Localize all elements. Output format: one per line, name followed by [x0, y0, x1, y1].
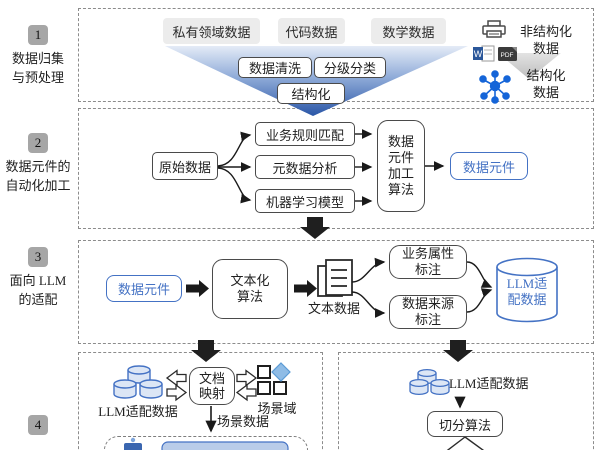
- data-element-output-box: 数据元件: [450, 152, 528, 180]
- source-box-private-domain: 私有领域数据: [163, 18, 260, 44]
- llm-db-label: LLM适 配数据: [499, 276, 555, 308]
- scenario-data-label: 场景数据: [217, 414, 270, 429]
- step2-label-line1: 数据元件的: [5, 159, 71, 174]
- section3-frame: [78, 240, 594, 344]
- step2-label-line2: 自动化加工: [5, 178, 71, 193]
- annotation2-line1: 数据来源: [401, 296, 454, 311]
- process-box-classification: 分级分类: [314, 57, 386, 78]
- textualization-line2: 算法: [236, 289, 263, 304]
- step3-badge: 3: [28, 247, 48, 267]
- unstructured-line1: 非结构化: [519, 24, 572, 39]
- doc-mapping-box: 文档 映射: [189, 367, 235, 405]
- step3-label-line1: 面向 LLM: [9, 273, 67, 288]
- source-box-math: 数学数据: [371, 18, 446, 44]
- step2-badge: 2: [28, 133, 48, 153]
- element-algo-line2: 元件: [387, 150, 414, 165]
- annotation-box-business-attr: 业务属性 标注: [389, 245, 467, 279]
- step1-label: 数据归集 与预处理: [0, 49, 76, 87]
- unstructured-data-label: 非结构化 数据: [514, 23, 578, 57]
- structured-line1: 结构化: [526, 68, 566, 83]
- doc-mapping-line2: 映射: [198, 386, 225, 401]
- step2-label: 数据元件的 自动化加工: [0, 157, 76, 195]
- annotation-box-data-source: 数据来源 标注: [389, 295, 467, 329]
- textualization-line1: 文本化: [230, 273, 270, 288]
- split-algo-box: 切分算法: [427, 411, 503, 437]
- llm-db-line1: LLM适: [506, 276, 548, 291]
- textualization-algo-box: 文本化 算法: [212, 259, 288, 319]
- llm-db-line2: 配数据: [507, 292, 547, 307]
- unstructured-line2: 数据: [532, 41, 559, 56]
- structured-line2: 数据: [532, 85, 559, 100]
- method-box-metadata: 元数据分析: [255, 155, 355, 179]
- annotation2-line2: 标注: [414, 312, 441, 327]
- step4-badge: 4: [28, 415, 48, 435]
- data-element-input-box: 数据元件: [106, 275, 182, 302]
- method-box-ml-model: 机器学习模型: [255, 189, 355, 213]
- structured-data-label: 结构化 数据: [514, 67, 578, 101]
- scenario-result-box: [104, 436, 308, 450]
- step3-label: 面向 LLM 的适配: [0, 271, 76, 309]
- source-box-code: 代码数据: [278, 18, 345, 44]
- step1-label-line2: 与预处理: [11, 70, 64, 85]
- element-algo-line1: 数据: [387, 134, 414, 149]
- llm-db-left-label: LLM适配数据: [98, 404, 178, 419]
- element-algo-box: 数据 元件 加工 算法: [377, 120, 425, 212]
- annotation1-line2: 标注: [414, 262, 441, 277]
- method-box-business-rules: 业务规则匹配: [255, 122, 355, 146]
- step1-label-line1: 数据归集: [11, 51, 64, 66]
- text-data-label: 文本数据: [307, 301, 360, 316]
- step1-badge: 1: [28, 25, 48, 45]
- element-algo-line4: 算法: [387, 182, 414, 197]
- process-box-structuring: 结构化: [277, 83, 345, 104]
- raw-data-box: 原始数据: [152, 152, 218, 180]
- annotation1-line1: 业务属性: [401, 246, 454, 261]
- doc-mapping-line1: 文档: [198, 371, 225, 386]
- process-box-cleaning: 数据清洗: [238, 57, 312, 78]
- llm-db-right-label: LLM适配数据: [449, 376, 529, 391]
- step3-label-line2: 的适配: [18, 292, 58, 307]
- element-algo-line3: 加工: [387, 166, 414, 181]
- scenario-domain-label: 场景域: [257, 401, 297, 416]
